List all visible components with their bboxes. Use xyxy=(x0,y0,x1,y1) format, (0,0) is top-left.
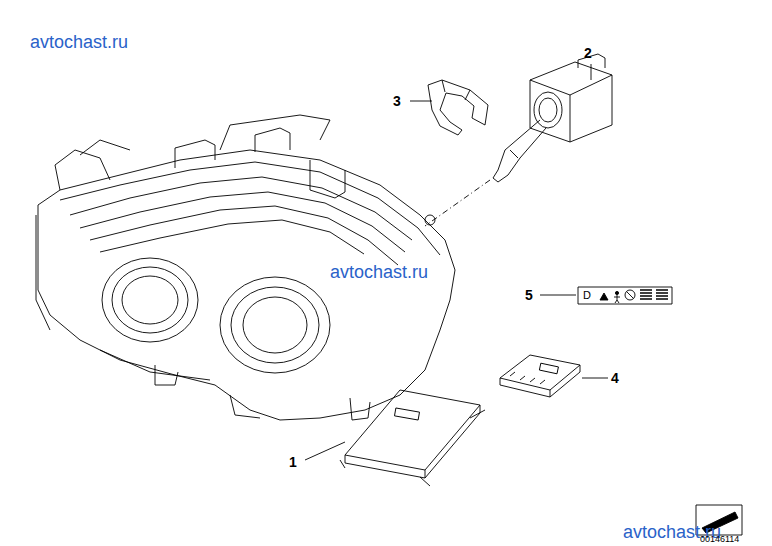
callout-number: 5 xyxy=(525,288,533,302)
watermark: avtochast.ru xyxy=(30,33,128,51)
callout-number: 3 xyxy=(393,94,401,108)
watermark: avtochast.ru xyxy=(330,262,428,282)
leader-lines xyxy=(305,64,608,460)
warning-label xyxy=(578,287,672,304)
callout-number: 1 xyxy=(289,454,297,470)
callout-number: 4 xyxy=(611,371,619,385)
callout-number: 1 xyxy=(289,455,297,469)
callout-number: 2 xyxy=(584,46,592,60)
symbol-letter: D xyxy=(583,290,591,301)
watermark: avtochast.ru xyxy=(30,32,128,52)
callout-number: 4 xyxy=(611,370,619,386)
watermark: avtochast.ru xyxy=(330,263,428,281)
ballast-unit xyxy=(340,390,485,486)
drawing-number: 00146114 xyxy=(700,534,739,544)
drawing-number: 00146114 xyxy=(700,535,739,544)
retaining-clip xyxy=(428,80,488,135)
callout-number: 2 xyxy=(584,45,592,61)
headlight-housing xyxy=(36,115,455,420)
symbol-letter: D xyxy=(583,289,591,301)
callout-number: 3 xyxy=(393,93,401,109)
ignitor-unit xyxy=(500,355,580,397)
callout-number: 5 xyxy=(525,287,533,303)
xenon-bulb xyxy=(425,54,612,226)
